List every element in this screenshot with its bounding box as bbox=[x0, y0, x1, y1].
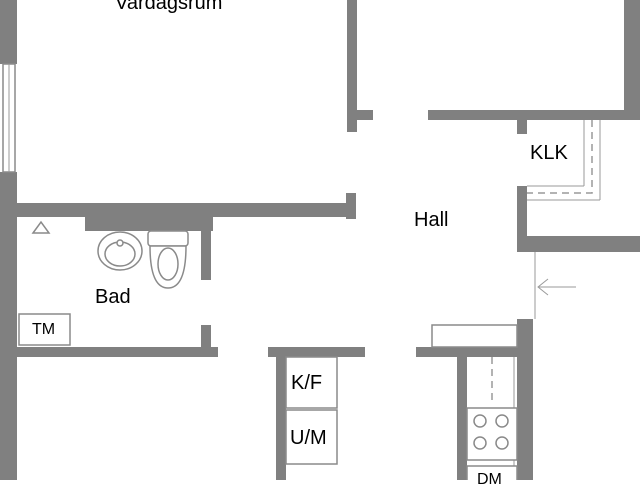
wall-klk-left bbox=[517, 120, 527, 134]
drain-triangle-icon bbox=[31, 220, 51, 234]
room-label-hall: Hall bbox=[414, 209, 449, 231]
um-box bbox=[285, 409, 338, 465]
washbasin-icon bbox=[97, 231, 143, 271]
wall-living-divider bbox=[347, 0, 357, 132]
wall-kitchen-top bbox=[416, 347, 520, 357]
room-label-um: U/M bbox=[290, 427, 327, 449]
wall-hall-right bbox=[517, 186, 527, 252]
dm-box bbox=[466, 465, 518, 480]
wall-bath-top-thick bbox=[85, 217, 213, 231]
wall-living-bottom-stub bbox=[346, 193, 356, 219]
wall-hall-right-corner bbox=[517, 236, 640, 252]
wall-closet-top bbox=[268, 347, 365, 357]
wall-bath-bottom bbox=[17, 347, 218, 357]
wall-left-outer bbox=[0, 0, 17, 64]
room-label-bad: Bad bbox=[95, 286, 131, 308]
room-label-klk: KLK bbox=[530, 142, 568, 164]
room-label-dm: DM bbox=[477, 471, 502, 488]
room-label-living: Vardagsrum bbox=[115, 0, 223, 14]
wall-right-outer bbox=[624, 0, 640, 120]
wall-closet-left bbox=[276, 347, 286, 480]
hall-bench bbox=[431, 324, 518, 348]
fixtures bbox=[18, 120, 601, 480]
room-label-tm: TM bbox=[32, 321, 56, 338]
entrance-arrow-icon bbox=[537, 278, 576, 296]
wall-bath-right bbox=[201, 229, 211, 280]
wall-living-divider-stub bbox=[347, 110, 373, 120]
wall-entry-right bbox=[517, 319, 533, 480]
wall-kitchen-divider bbox=[457, 347, 467, 480]
toilet-icon bbox=[147, 230, 189, 289]
klk-closet-outline bbox=[527, 120, 593, 194]
room-label-kf: K/F bbox=[291, 372, 323, 394]
kf-box bbox=[285, 356, 338, 409]
wall-bath-right-lower bbox=[201, 325, 211, 357]
wall-bedroom-bottom bbox=[428, 110, 626, 120]
wall-living-bottom bbox=[17, 203, 355, 217]
tm-box bbox=[18, 313, 71, 346]
wall-left-outer-lower bbox=[0, 172, 17, 480]
stove-icon bbox=[466, 407, 518, 461]
